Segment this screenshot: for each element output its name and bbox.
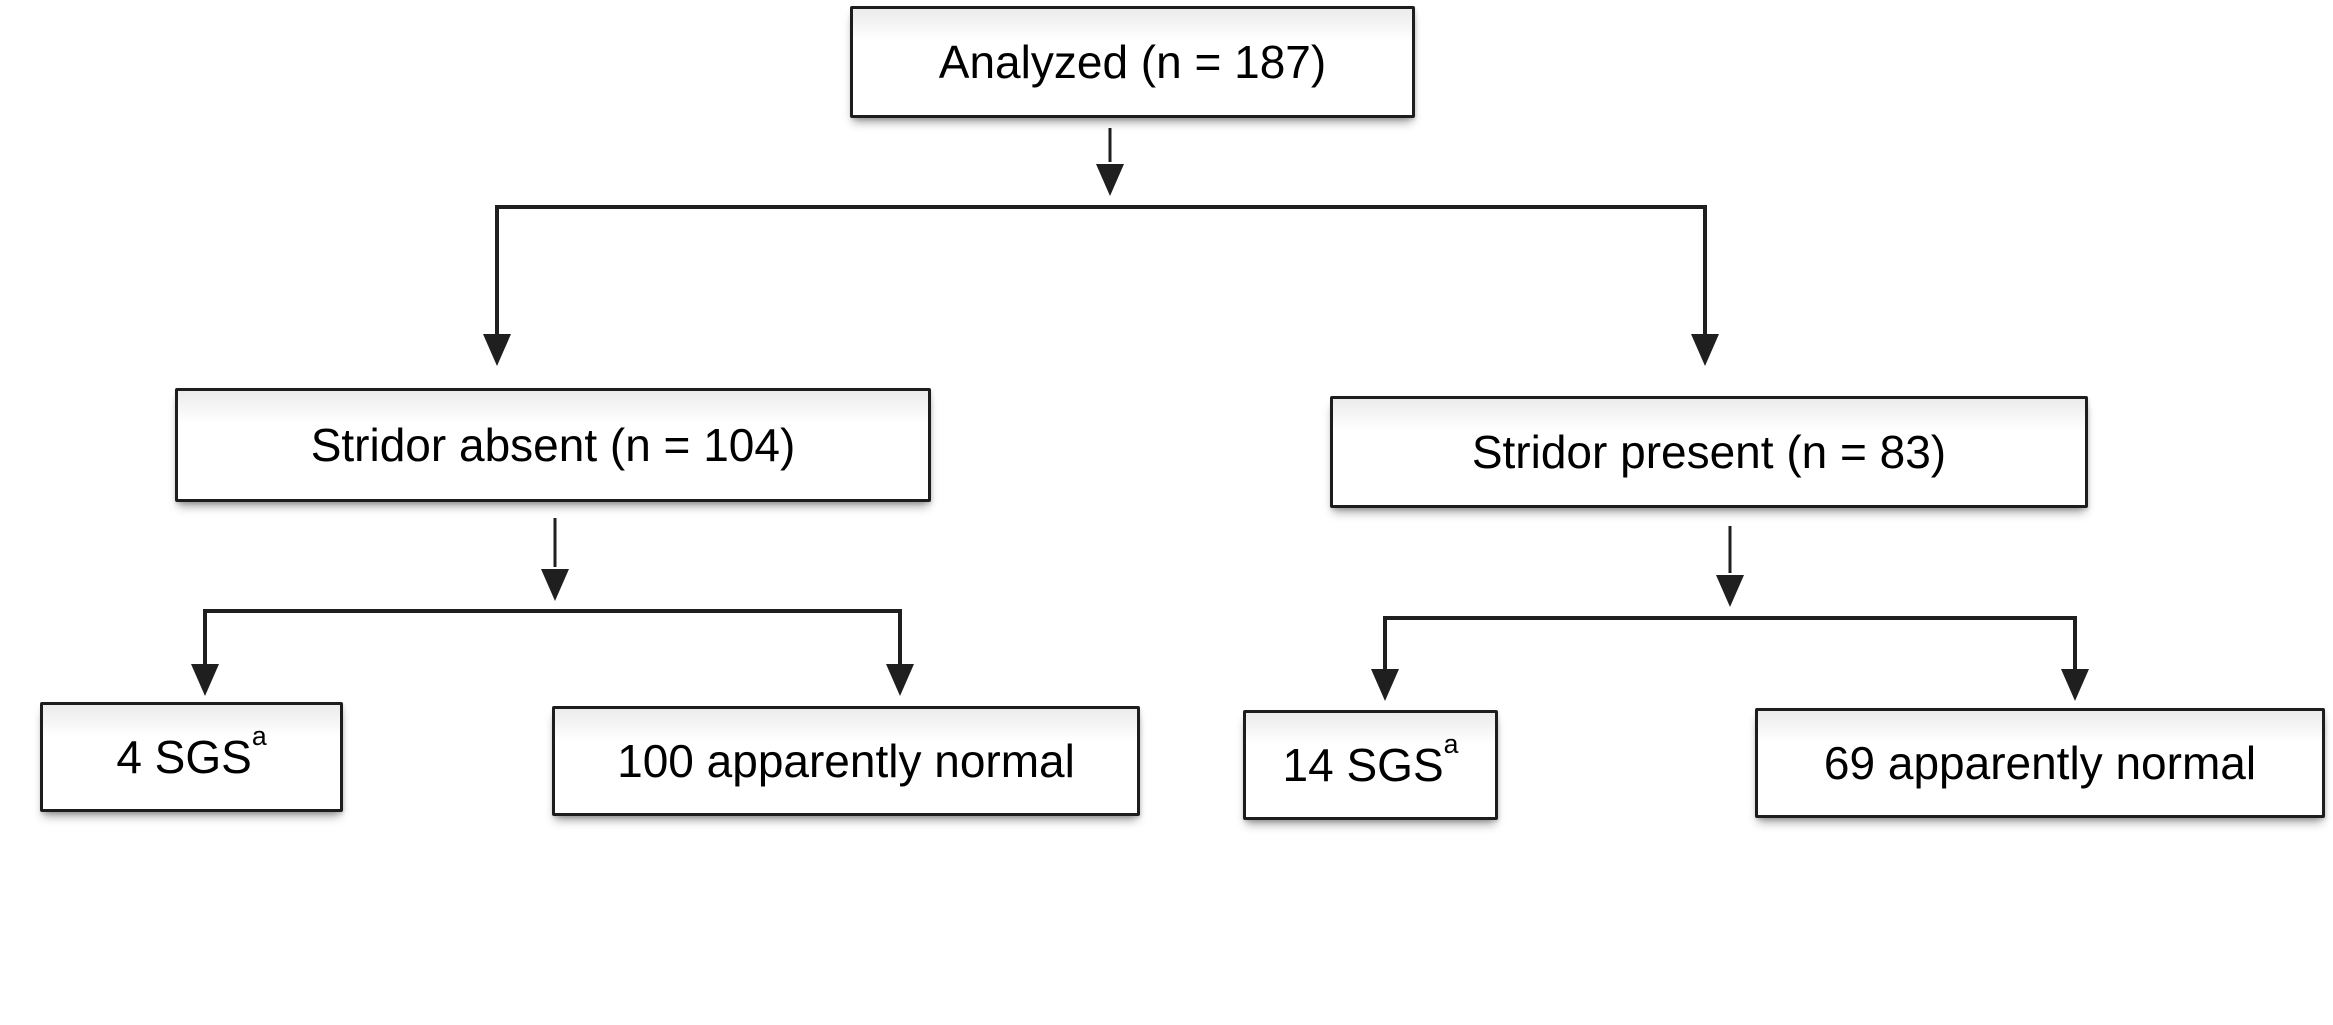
node-analyzed-label: Analyzed (n = 187) xyxy=(938,36,1327,88)
node-analyzed: Analyzed (n = 187) xyxy=(850,6,1415,118)
arrowhead-to-present-normal xyxy=(2061,669,2089,701)
arrowhead-present-trunk xyxy=(1716,575,1744,607)
node-stridor-absent: Stridor absent (n = 104) xyxy=(175,388,931,502)
arrowhead-to-absent-normal xyxy=(886,664,914,696)
arrowhead-to-stridor-absent xyxy=(483,334,511,366)
footnote-marker: a xyxy=(1443,728,1459,759)
node-stridor-absent-label: Stridor absent (n = 104) xyxy=(310,419,796,471)
node-present-normal: 69 apparently normal xyxy=(1755,708,2325,818)
node-absent-sgs: 4 SGSa xyxy=(40,702,343,812)
connector-level1-split xyxy=(495,205,1707,336)
footnote-marker: a xyxy=(251,720,267,751)
node-stridor-present: Stridor present (n = 83) xyxy=(1330,396,2088,508)
arrowhead-to-stridor-present xyxy=(1691,334,1719,366)
connector-absent-split xyxy=(203,609,902,665)
label-text: 4 SGS xyxy=(116,731,252,783)
node-stridor-present-label: Stridor present (n = 83) xyxy=(1471,426,1947,478)
node-absent-normal: 100 apparently normal xyxy=(552,706,1140,816)
node-present-normal-label: 69 apparently normal xyxy=(1823,737,2257,789)
arrowhead-analyzed xyxy=(1096,164,1124,196)
node-present-sgs: 14 SGSa xyxy=(1243,710,1498,820)
arrowhead-to-absent-sgs xyxy=(191,664,219,696)
node-absent-normal-label: 100 apparently normal xyxy=(617,735,1075,787)
connector-present-split xyxy=(1383,616,2077,670)
arrowhead-to-present-sgs xyxy=(1371,669,1399,701)
node-present-sgs-label: 14 SGSa xyxy=(1282,730,1459,791)
label-text: 14 SGS xyxy=(1282,739,1444,791)
arrowhead-absent-trunk xyxy=(541,569,569,601)
node-absent-sgs-label: 4 SGSa xyxy=(116,722,266,783)
